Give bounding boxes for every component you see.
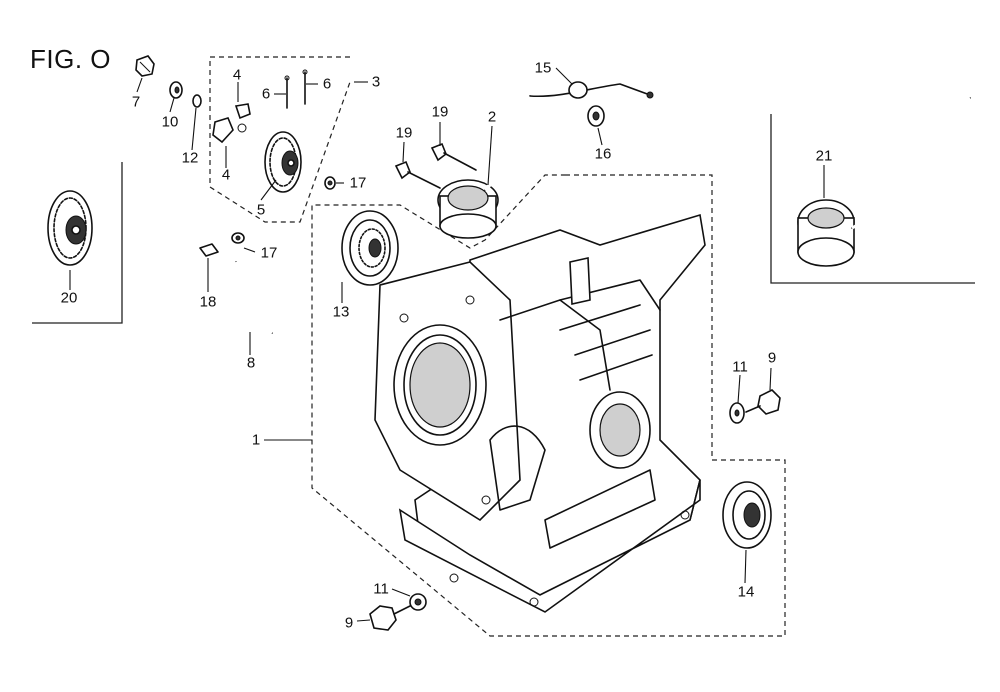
inset-frame-right — [770, 114, 975, 284]
callout-10: 10 — [161, 113, 179, 131]
part-7-bolt — [135, 55, 155, 77]
callout-2: 2 — [487, 108, 497, 126]
callout-17-lower: 17 — [260, 244, 278, 262]
callout-9-bottom: 9 — [344, 614, 354, 632]
part-18-clip — [199, 243, 219, 257]
part-16-grommet — [587, 105, 605, 127]
callout-4-upper: 4 — [232, 66, 242, 84]
callout-20: 20 — [60, 289, 78, 307]
part-1-crankcase — [374, 213, 706, 613]
part-6-pins — [284, 69, 308, 109]
callout-17-upper: 17 — [349, 174, 367, 192]
part-13-bearing — [341, 210, 399, 286]
part-5-gear — [264, 131, 302, 193]
part-8-rod — [234, 261, 273, 335]
part-11-washer-bottom — [409, 593, 427, 611]
part-17-washer-upper — [324, 176, 336, 190]
part-21-oil-sensor — [797, 96, 971, 267]
leader-lines — [69, 67, 825, 622]
part-2-oil-sensor — [437, 95, 532, 239]
part-10-washer — [169, 81, 183, 99]
callout-3: 3 — [371, 73, 381, 91]
callout-19-right: 19 — [431, 103, 449, 121]
callout-11-bottom: 11 — [373, 580, 389, 598]
callout-6-right: 6 — [322, 75, 332, 93]
callout-9-right: 9 — [767, 349, 777, 367]
part-17-washer-lower — [231, 232, 245, 244]
callout-16: 16 — [594, 145, 612, 163]
inset-frame-left — [32, 162, 123, 324]
callout-12: 12 — [181, 149, 199, 167]
part-9-bolt-bottom — [369, 605, 411, 631]
part-19-bolt-left — [394, 160, 441, 189]
callout-19-left: 19 — [395, 124, 413, 142]
part-14-oil-seal — [722, 481, 772, 549]
callout-15: 15 — [534, 59, 552, 77]
figure-title: FIG. O — [30, 44, 111, 74]
callout-1: 1 — [251, 431, 261, 449]
callout-11-right: 11 — [732, 358, 748, 376]
callout-4-lower: 4 — [221, 166, 231, 184]
part-15-wire — [529, 81, 654, 99]
callout-13: 13 — [332, 303, 350, 321]
callout-18: 18 — [199, 293, 217, 311]
callout-6-left: 6 — [261, 85, 271, 103]
callout-7: 7 — [131, 93, 141, 111]
part-9-bolt-right — [745, 389, 781, 415]
assembly-frame-main — [311, 174, 786, 637]
part-20-gear — [47, 190, 93, 266]
part-11-washer-right — [729, 402, 745, 424]
callout-5: 5 — [256, 201, 266, 219]
callout-8: 8 — [246, 354, 256, 372]
callout-21: 21 — [815, 147, 833, 165]
part-19-bolt-right — [430, 142, 477, 171]
part-12-clip — [192, 94, 202, 108]
part-4-weights — [212, 103, 251, 144]
callout-14: 14 — [737, 583, 755, 601]
